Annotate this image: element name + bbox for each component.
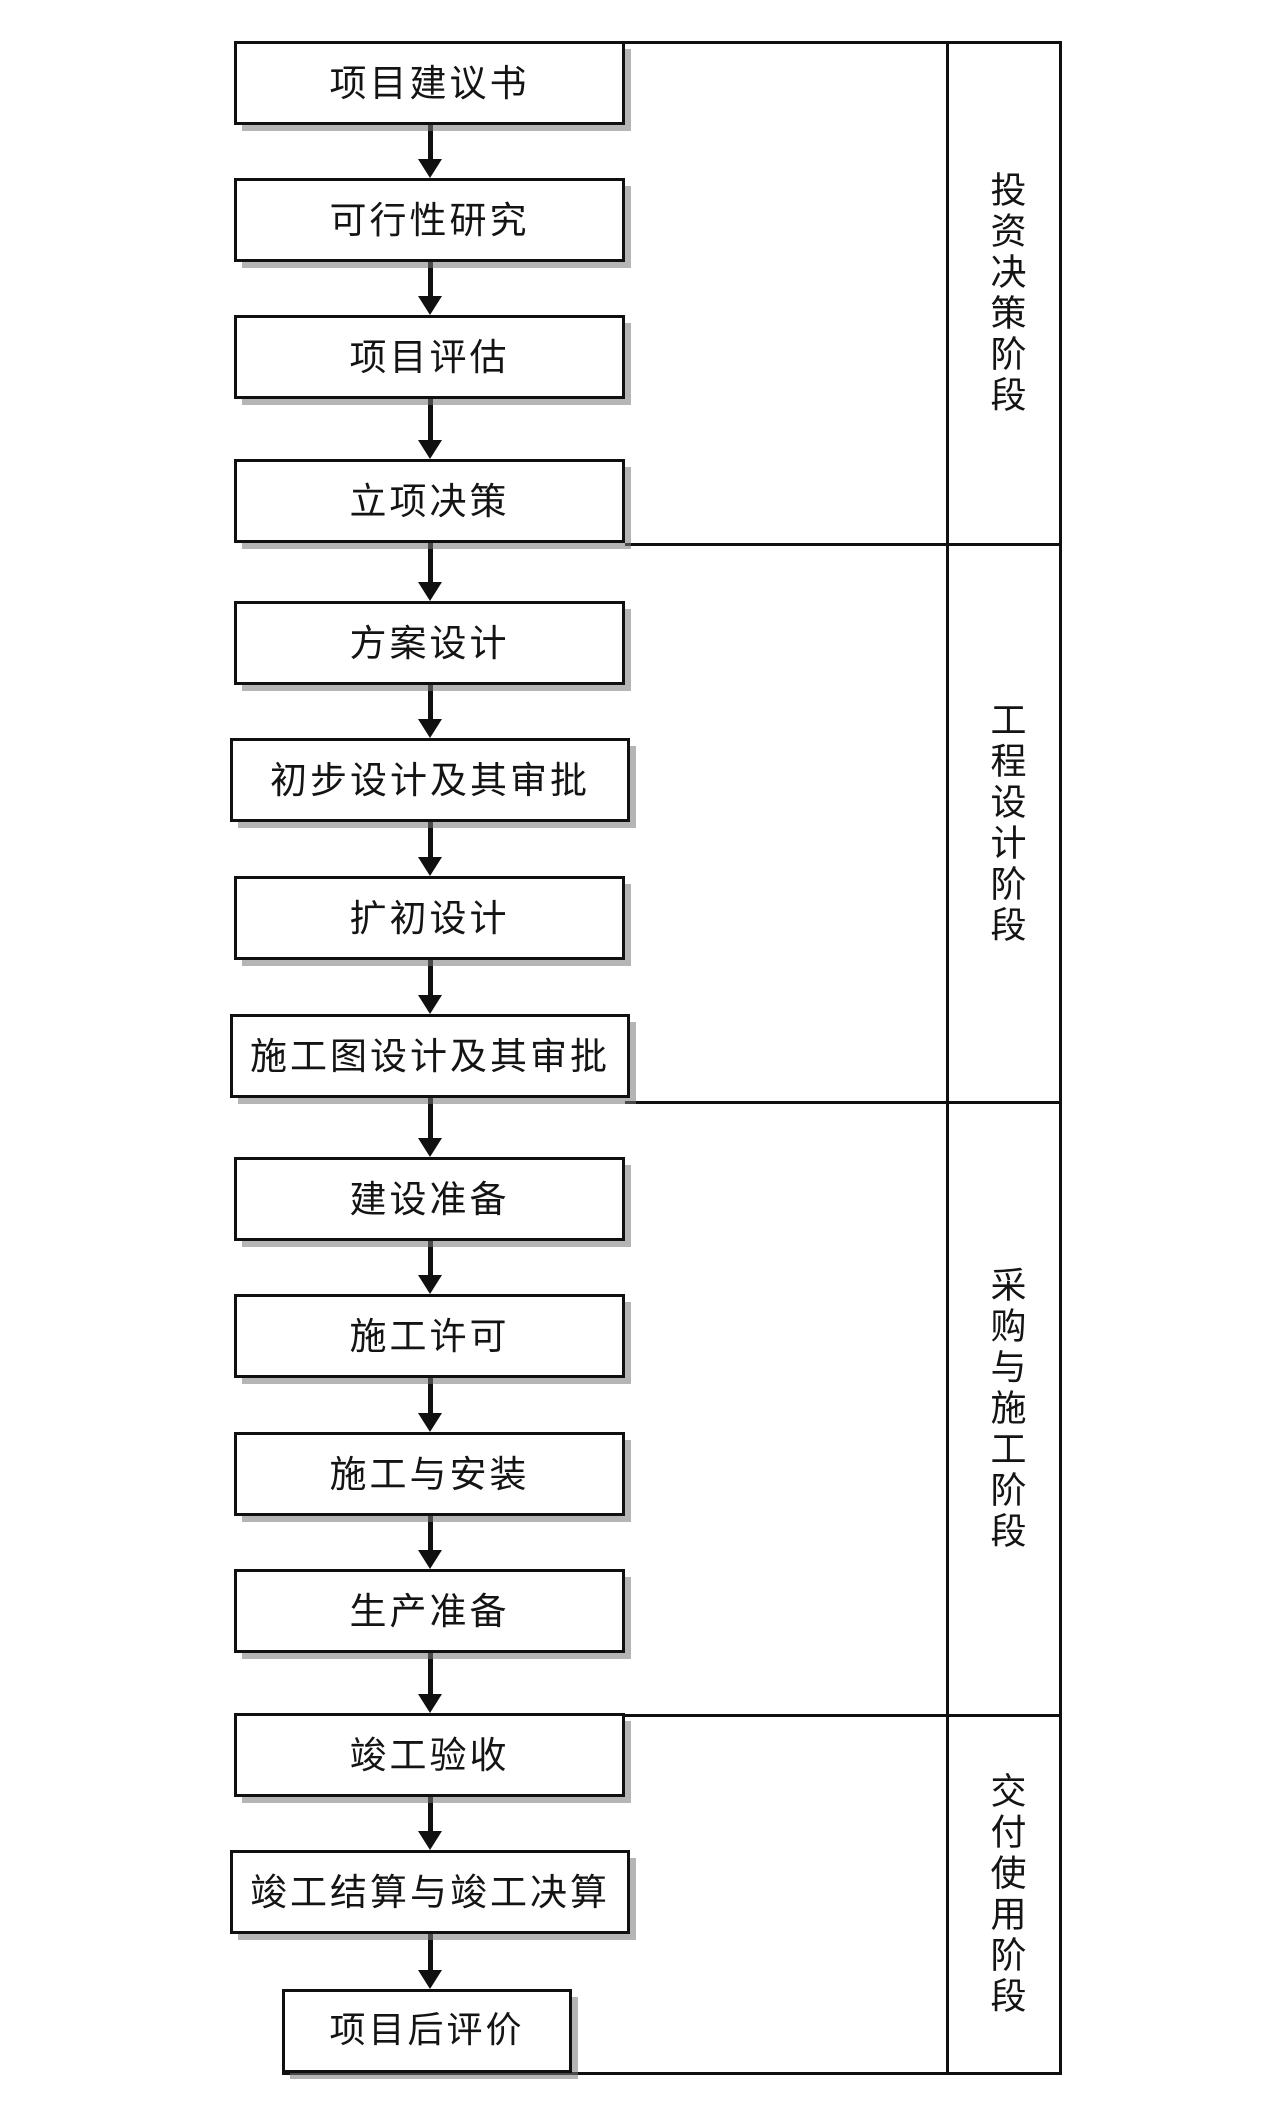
phase-frame-bottom-line [282,2072,1062,2075]
arrow-head-icon [418,159,442,178]
node-construction-and-installation[interactable]: 施工与安装 [234,1432,625,1516]
node-project-approval-decision[interactable]: 立项决策 [234,459,625,543]
edge-n2-n3 [418,262,442,315]
edge-n5-n6 [418,685,442,738]
edge-n11-n12 [418,1516,442,1569]
phase-frame-outer-vline [1059,41,1062,2075]
edge-n12-n13 [418,1653,442,1713]
edge-n3-n4 [418,399,442,459]
edge-n8-n9 [418,1098,442,1157]
node-extended-preliminary-design[interactable]: 扩初设计 [234,876,625,960]
node-final-account-and-settlement[interactable]: 竣工结算与竣工决算 [230,1850,630,1934]
arrow-head-icon [418,440,442,459]
phase-label-procurement-construction: 采购与施工阶段 [949,1104,1059,1714]
arrow-head-icon [418,296,442,315]
phase-label-text: 采购与施工阶段 [984,1265,1026,1553]
phase-divider-1-2 [625,543,1062,546]
edge-n1-n2 [418,125,442,178]
node-label: 可行性研究 [329,198,530,242]
edge-shaft [427,543,433,582]
arrow-head-icon [418,1970,442,1989]
node-label: 扩初设计 [349,896,510,940]
edge-n9-n10 [418,1241,442,1294]
phase-divider-2-3 [625,1101,1062,1104]
edge-shaft [427,262,433,296]
edge-shaft [427,960,433,995]
arrow-head-icon [418,1694,442,1713]
arrow-head-icon [418,995,442,1014]
edge-shaft [427,1516,433,1550]
node-label: 方案设计 [349,621,510,665]
node-label: 建设准备 [349,1177,510,1221]
edge-shaft [427,822,433,857]
edge-n4-n5 [418,543,442,601]
phase-label-engineering-design: 工程设计阶段 [949,546,1059,1101]
phase-frame-inner-vline [946,41,949,2075]
arrow-head-icon [418,857,442,876]
node-project-proposal[interactable]: 项目建议书 [234,41,625,125]
node-feasibility-study[interactable]: 可行性研究 [234,178,625,262]
node-post-project-evaluation[interactable]: 项目后评价 [282,1989,572,2073]
arrow-head-icon [418,719,442,738]
node-label: 施工图设计及其审批 [250,1034,610,1078]
node-preliminary-design-and-approval[interactable]: 初步设计及其审批 [230,738,630,822]
node-construction-permit[interactable]: 施工许可 [234,1294,625,1378]
edge-shaft [427,399,433,440]
edge-n14-n15 [418,1934,442,1989]
arrow-head-icon [418,1831,442,1850]
phase-label-text: 投资决策阶段 [984,170,1026,417]
edge-shaft [427,1241,433,1275]
node-label: 项目评估 [349,335,510,379]
node-label: 施工许可 [349,1314,510,1358]
phase-divider-3-4 [625,1714,1062,1717]
edge-shaft [427,125,433,159]
phase-label-text: 交付使用阶段 [984,1771,1026,2018]
node-label: 生产准备 [349,1589,510,1633]
edge-shaft [427,1653,433,1694]
node-label: 竣工结算与竣工决算 [250,1870,610,1914]
node-label: 立项决策 [349,479,510,523]
edge-shaft [427,1797,433,1831]
node-project-appraisal[interactable]: 项目评估 [234,315,625,399]
edge-shaft [427,1378,433,1413]
phase-label-delivery-use: 交付使用阶段 [949,1717,1059,2072]
edge-n10-n11 [418,1378,442,1432]
edge-shaft [427,1934,433,1970]
arrow-head-icon [418,1413,442,1432]
arrow-head-icon [418,582,442,601]
edge-shaft [427,1098,433,1138]
node-label: 项目建议书 [329,61,530,105]
edge-shaft [427,685,433,719]
arrow-head-icon [418,1138,442,1157]
edge-n6-n7 [418,822,442,876]
node-completion-acceptance[interactable]: 竣工验收 [234,1713,625,1797]
arrow-head-icon [418,1275,442,1294]
node-production-preparation[interactable]: 生产准备 [234,1569,625,1653]
phase-label-text: 工程设计阶段 [984,700,1026,947]
arrow-head-icon [418,1550,442,1569]
node-label: 项目后评价 [329,2010,525,2051]
node-construction-drawing-design-and-approval[interactable]: 施工图设计及其审批 [230,1014,630,1098]
node-scheme-design[interactable]: 方案设计 [234,601,625,685]
edge-n13-n14 [418,1797,442,1850]
node-construction-preparation[interactable]: 建设准备 [234,1157,625,1241]
node-label: 施工与安装 [329,1452,530,1496]
node-label: 竣工验收 [349,1733,510,1777]
phase-frame-top-line [234,41,1062,44]
node-label: 初步设计及其审批 [270,758,590,802]
phase-label-investment-decision: 投资决策阶段 [949,44,1059,543]
edge-n7-n8 [418,960,442,1014]
